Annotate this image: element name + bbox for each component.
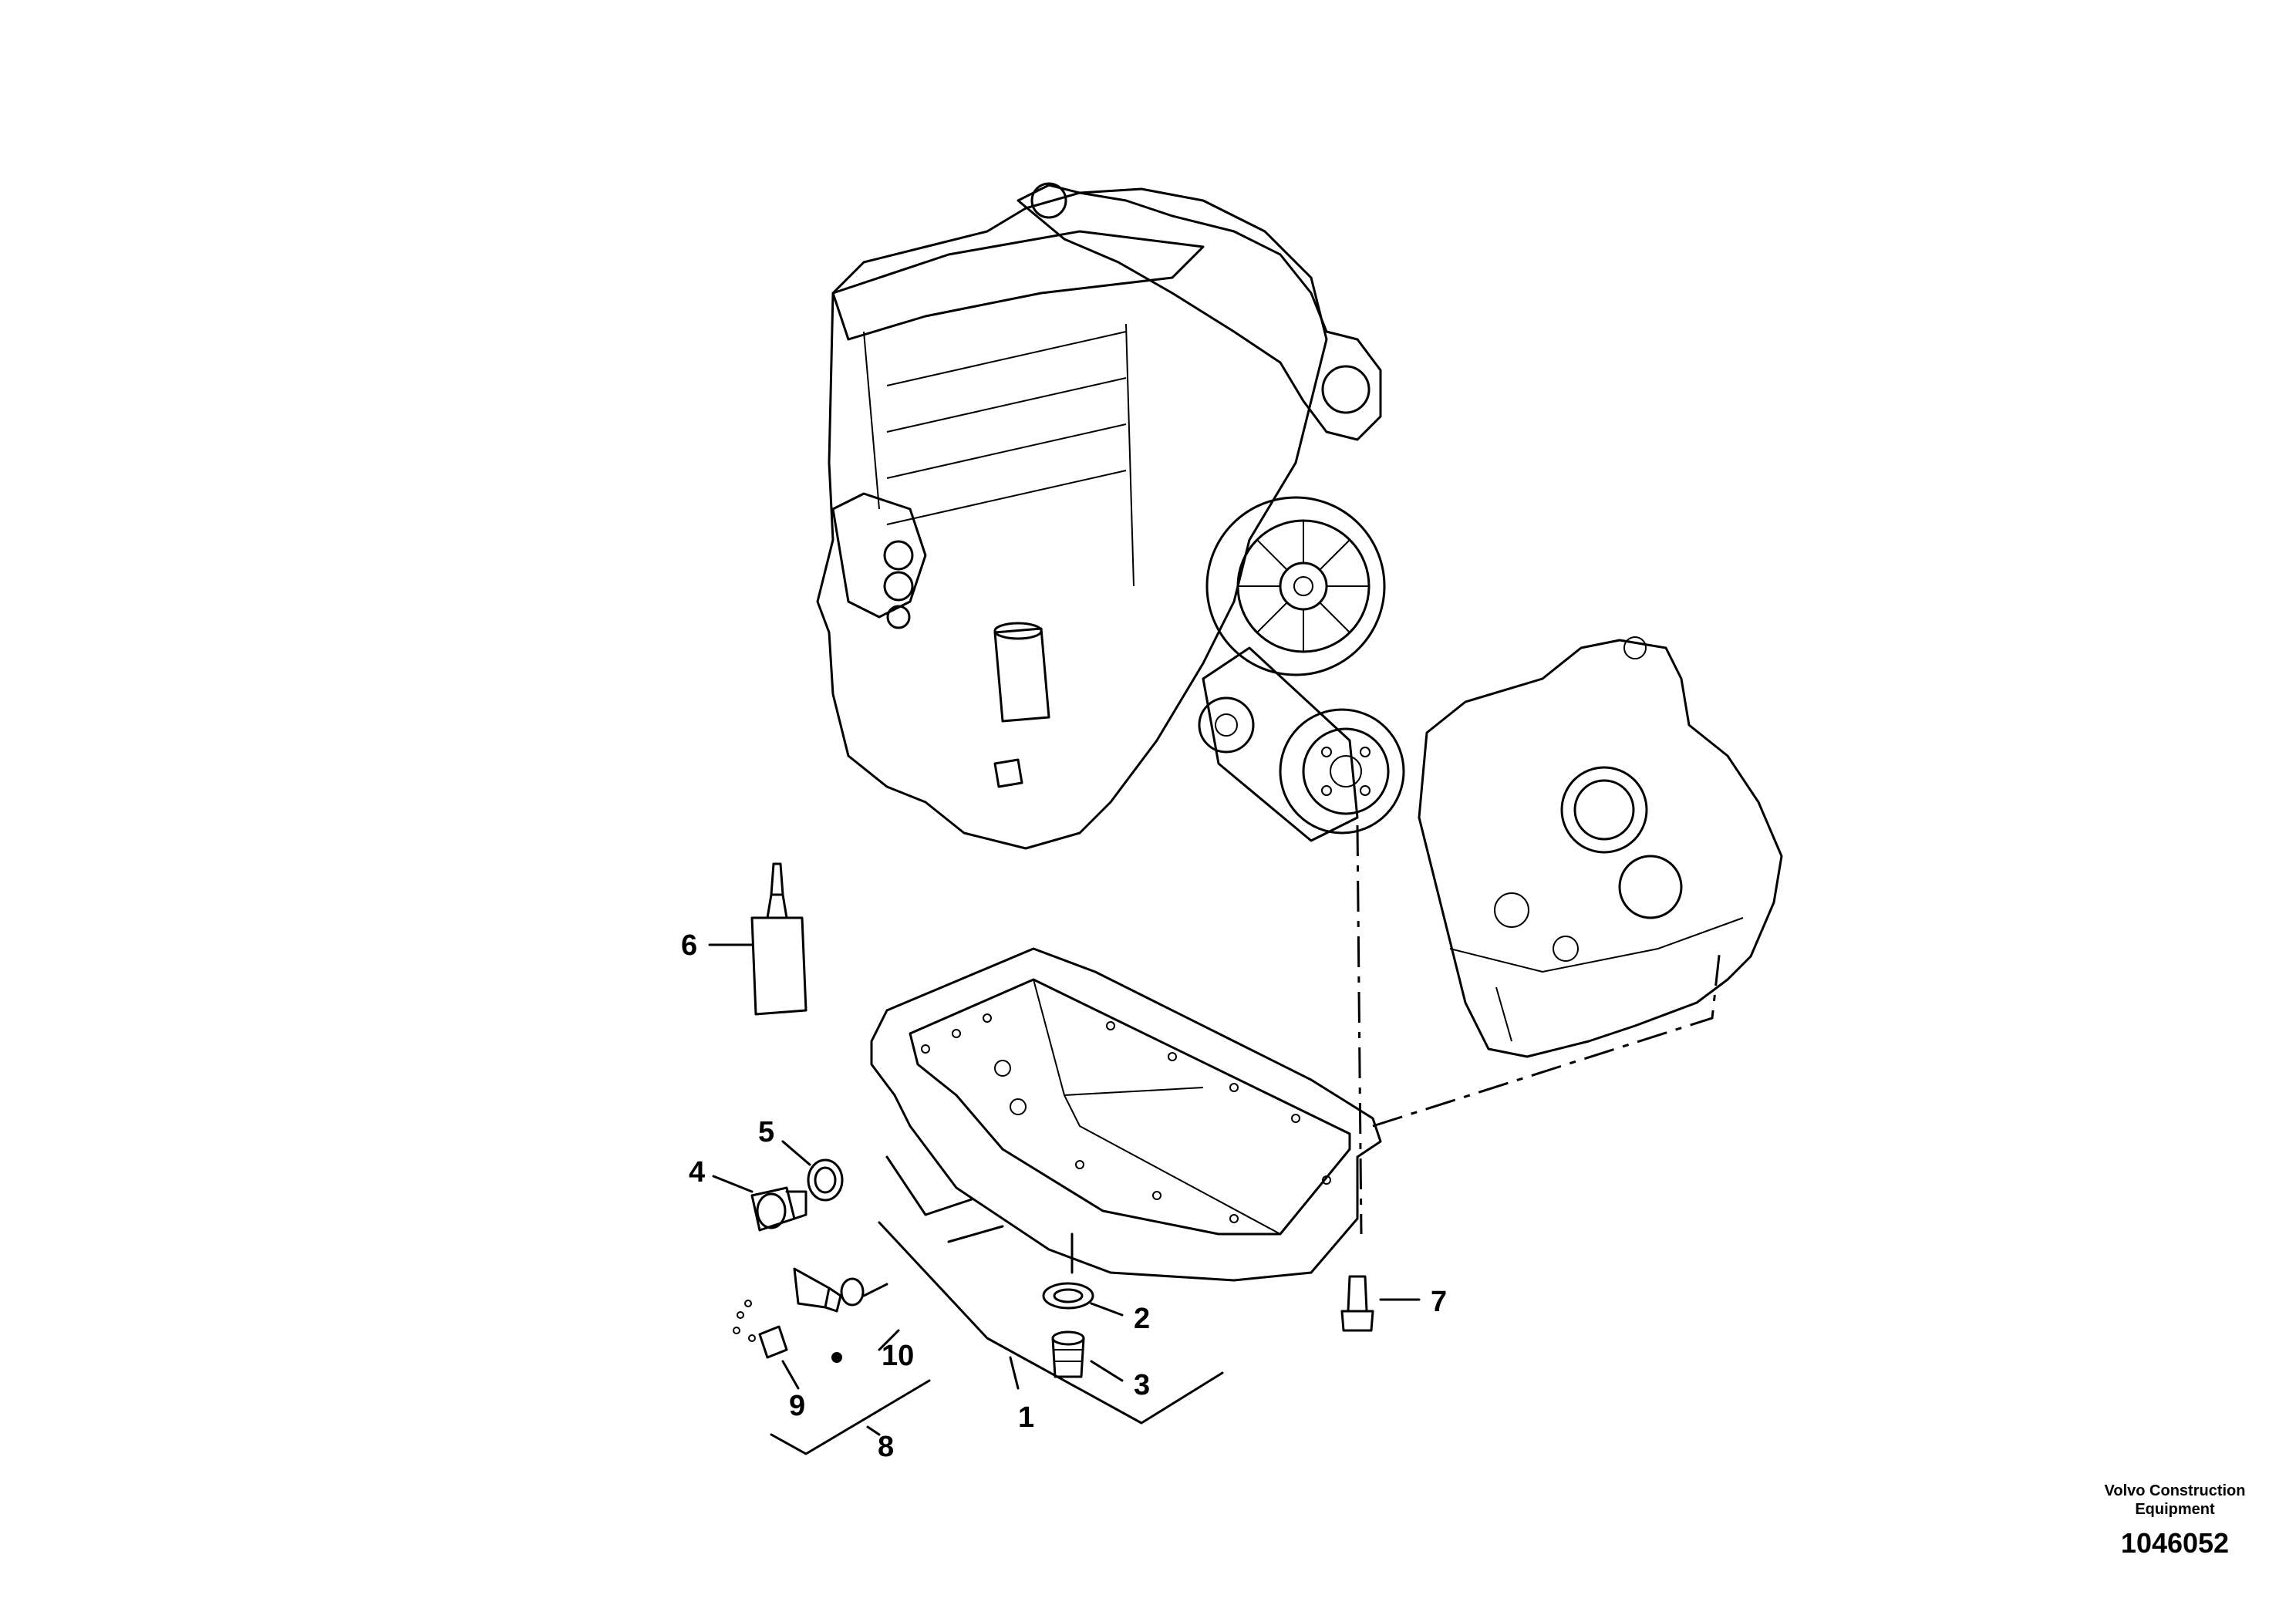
part-10-ring xyxy=(840,1277,865,1307)
alignment-line-diagonal xyxy=(1372,948,1721,1128)
engine-assembly xyxy=(816,182,1405,850)
oil-pan xyxy=(870,947,1382,1282)
part-7-bolt xyxy=(1340,1275,1374,1332)
callout-9: 9 xyxy=(789,1390,805,1422)
part-5-seal-ring xyxy=(807,1158,844,1202)
part-3-drain-plug xyxy=(1051,1330,1085,1378)
callout-7: 7 xyxy=(1431,1286,1447,1318)
callout-8: 8 xyxy=(878,1431,894,1463)
housing-assembly xyxy=(1418,636,1783,1058)
part-9-sender xyxy=(733,1267,842,1363)
callout-10: 10 xyxy=(882,1340,914,1372)
leader-lines xyxy=(708,943,1421,1455)
callout-3: 3 xyxy=(1134,1369,1150,1401)
callouts: 1 2 3 4 5 6 7 8 9 10 xyxy=(681,929,1447,1463)
part-2-seal-ring xyxy=(1042,1282,1094,1310)
callout-2: 2 xyxy=(1134,1303,1150,1335)
callout-4: 4 xyxy=(689,1156,705,1189)
brand-name-line1: Volvo Construction xyxy=(2104,1482,2246,1499)
drawing-number: 1046052 xyxy=(2120,1527,2230,1559)
brand-name-line2: Equipment xyxy=(2135,1501,2215,1518)
callout-1: 1 xyxy=(1018,1401,1034,1434)
part-6-sealant-bottle xyxy=(750,862,807,1016)
part-4-plug xyxy=(750,1186,807,1232)
callout-5: 5 xyxy=(758,1116,774,1148)
alignment-line-vertical xyxy=(1356,824,1363,1235)
callout-6: 6 xyxy=(681,929,697,962)
